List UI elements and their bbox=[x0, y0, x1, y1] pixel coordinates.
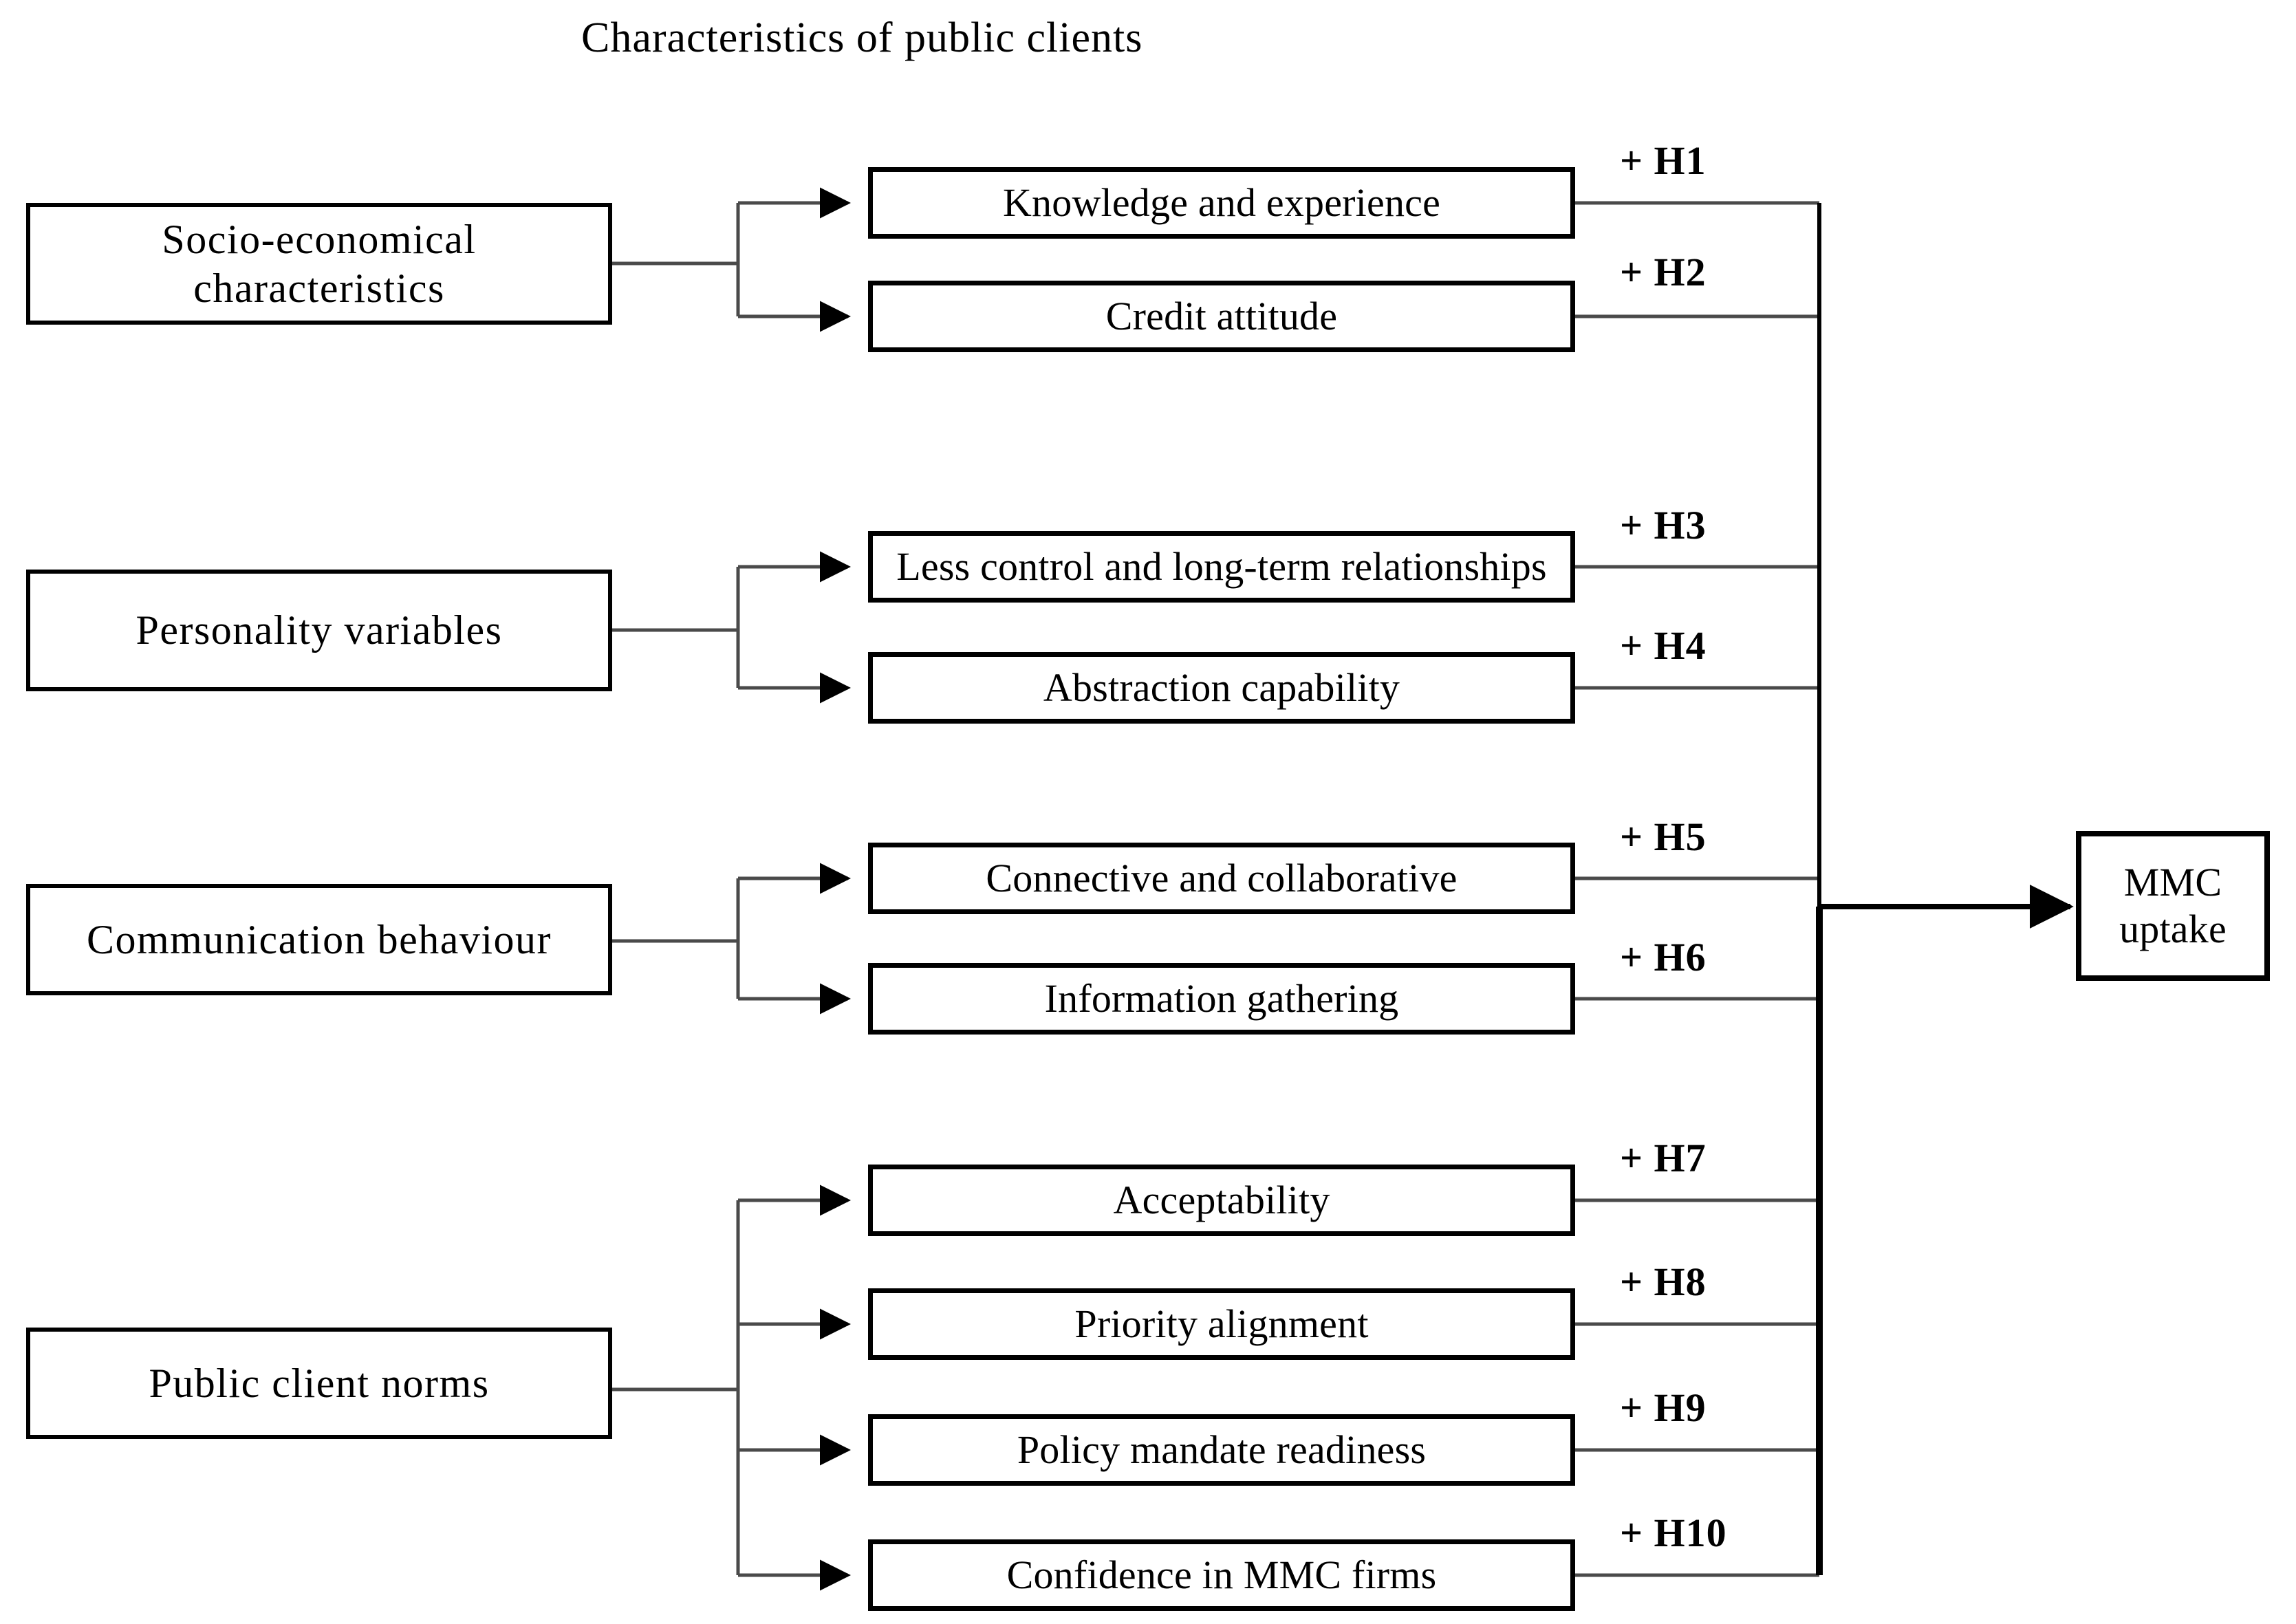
hypothesis-label-h7: + H7 bbox=[1620, 1136, 1707, 1180]
factor-box-policy-mandate-readiness[interactable]: Policy mandate readiness bbox=[868, 1414, 1575, 1486]
factor-box-less-control-and-long-term-relationships[interactable]: Less control and long-term relationships bbox=[868, 531, 1575, 603]
hypothesis-label-h3: + H3 bbox=[1620, 503, 1707, 548]
factor-box-credit-attitude[interactable]: Credit attitude bbox=[868, 281, 1575, 352]
hypothesis-label-h5: + H5 bbox=[1620, 814, 1707, 859]
factor-box-abstraction-capability[interactable]: Abstraction capability bbox=[868, 652, 1575, 724]
factor-label: Priority alignment bbox=[1074, 1301, 1369, 1346]
factor-box-acceptability[interactable]: Acceptability bbox=[868, 1165, 1575, 1236]
group-label-line1: Socio-economical bbox=[162, 216, 477, 262]
outcome-box-mmc-uptake[interactable]: MMC uptake bbox=[2076, 831, 2270, 981]
factor-label: Less control and long-term relationships bbox=[896, 543, 1547, 589]
group-label-line1: Personality variables bbox=[136, 607, 503, 653]
hypothesis-label-h10: + H10 bbox=[1620, 1511, 1727, 1555]
factor-box-connective-and-collaborative[interactable]: Connective and collaborative bbox=[868, 843, 1575, 914]
group-box-personality-variables[interactable]: Personality variables bbox=[26, 570, 612, 691]
outcome-label-line1: MMC bbox=[2123, 859, 2222, 905]
group-label-line1: Communication behaviour bbox=[86, 916, 552, 962]
outcome-label-line2: uptake bbox=[2119, 907, 2227, 951]
hypothesis-label-h4: + H4 bbox=[1620, 623, 1707, 668]
factor-box-priority-alignment[interactable]: Priority alignment bbox=[868, 1288, 1575, 1360]
factor-box-knowledge-and-experience[interactable]: Knowledge and experience bbox=[868, 167, 1575, 239]
hypothesis-label-h6: + H6 bbox=[1620, 935, 1707, 979]
diagram-title: Characteristics of public clients bbox=[581, 14, 1143, 61]
factor-label: Information gathering bbox=[1044, 975, 1399, 1021]
hypothesis-label-h2: + H2 bbox=[1620, 250, 1707, 294]
hypothesis-label-h8: + H8 bbox=[1620, 1259, 1707, 1304]
factor-label: Confidence in MMC firms bbox=[1006, 1552, 1437, 1597]
factor-label: Knowledge and experience bbox=[1002, 180, 1441, 225]
factor-box-information-gathering[interactable]: Information gathering bbox=[868, 963, 1575, 1035]
group-label-line1: Public client norms bbox=[149, 1360, 490, 1406]
hypothesis-label-h1: + H1 bbox=[1620, 138, 1707, 183]
factor-label: Credit attitude bbox=[1105, 293, 1338, 338]
factor-label: Acceptability bbox=[1113, 1177, 1330, 1222]
group-box-public-client-norms[interactable]: Public client norms bbox=[26, 1328, 612, 1439]
group-box-communication-behaviour[interactable]: Communication behaviour bbox=[26, 884, 612, 995]
group-label-line2: characteristics bbox=[193, 265, 445, 311]
factor-label: Connective and collaborative bbox=[986, 855, 1458, 900]
hypothesis-label-h9: + H9 bbox=[1620, 1385, 1707, 1430]
factor-label: Abstraction capability bbox=[1043, 664, 1400, 710]
factor-box-confidence-in-mmc-firms[interactable]: Confidence in MMC firms bbox=[868, 1539, 1575, 1611]
group-box-socio-economical-characteristics[interactable]: Socio-economical characteristics bbox=[26, 203, 612, 325]
factor-label: Policy mandate readiness bbox=[1017, 1427, 1427, 1472]
